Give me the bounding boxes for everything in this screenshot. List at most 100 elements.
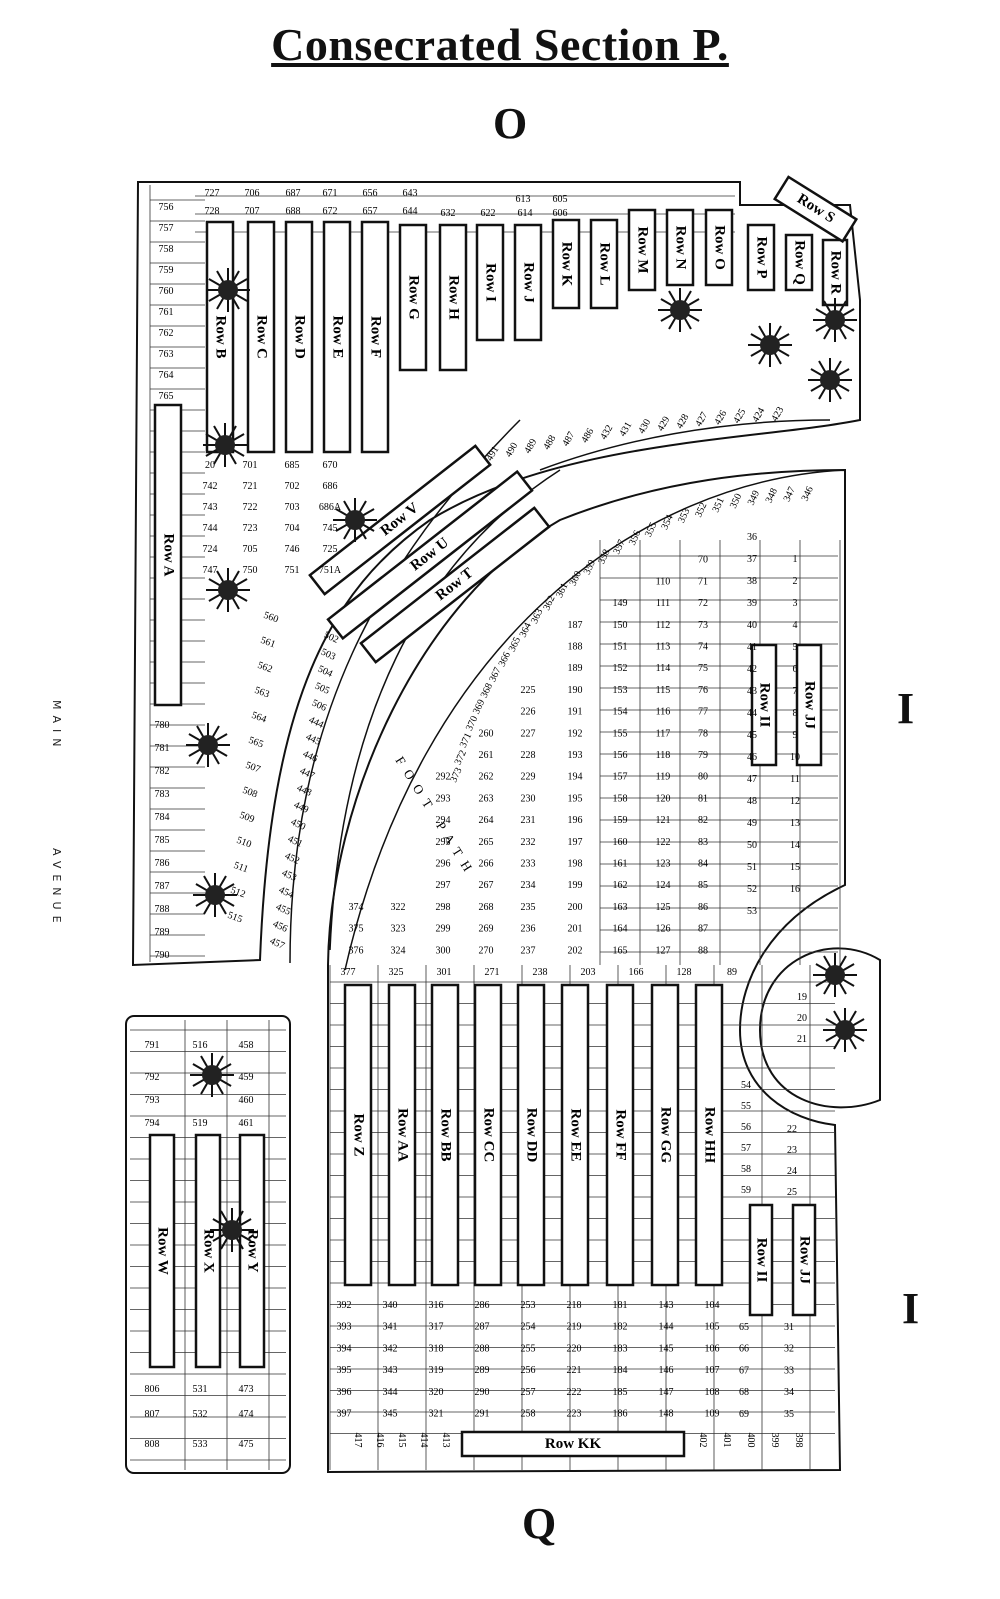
plot-number: 199 (568, 880, 583, 891)
plot-number: 13 (790, 818, 800, 829)
plot-number: 762 (159, 328, 174, 339)
plot-number: 656 (363, 188, 378, 199)
plot-number: 292 (436, 772, 451, 783)
row-box-ii-lower (748, 1203, 774, 1317)
map-title: Consecrated Section P. (271, 19, 729, 70)
plot-number: 377 (341, 967, 356, 978)
plot-number: 393 (337, 1322, 352, 1333)
plot-number: 792 (145, 1072, 160, 1083)
plot-number: 271 (485, 967, 500, 978)
row-box-h (438, 223, 468, 372)
compass-south-label: Q (522, 1499, 557, 1548)
plot-number: 149 (613, 598, 628, 609)
compass-east-lower-label: I (902, 1284, 920, 1333)
row-label-gg: Row GG (658, 1107, 674, 1164)
plot-number: 23 (787, 1145, 797, 1156)
plot-number: 128 (677, 967, 692, 978)
plot-number: 356 (627, 529, 643, 547)
plot-number: 39 (747, 598, 757, 609)
plot-number: 219 (567, 1322, 582, 1333)
plot-number: 80 (698, 772, 708, 783)
plot-number: 48 (747, 796, 757, 807)
plot-number: 447 (298, 766, 316, 782)
row-box-kk (460, 1430, 686, 1458)
plot-number: 289 (475, 1365, 490, 1376)
plot-number: 266 (479, 859, 494, 870)
tree-icon (808, 358, 852, 402)
plot-number: 198 (568, 859, 583, 870)
plot-number: 721 (243, 481, 258, 492)
plot-number: 116 (656, 707, 671, 718)
tree-symbols (186, 268, 867, 1252)
plot-number: 201 (568, 924, 583, 935)
plot-number: 400 (745, 1433, 756, 1448)
plot-number: 124 (656, 880, 671, 891)
plot-number: 503 (319, 647, 337, 663)
plot-number: 155 (613, 728, 628, 739)
plot-number: 511 (232, 860, 250, 875)
row-label-j: Row J (521, 262, 537, 303)
plot-number: 428 (674, 412, 691, 430)
tree-icon (206, 268, 250, 312)
plot-number: 395 (337, 1365, 352, 1376)
plot-number: 761 (159, 307, 174, 318)
row-box-ee (560, 983, 590, 1287)
plot-number: 298 (436, 902, 451, 913)
plot-number: 706 (245, 188, 260, 199)
plot-number: 185 (613, 1387, 628, 1398)
plot-number: 444 (307, 715, 325, 731)
plot-number: 606 (553, 208, 568, 219)
plot-number: 11 (790, 774, 800, 785)
row-box-a (153, 403, 183, 707)
plot-number: 146 (659, 1365, 674, 1376)
row-box-ii (750, 643, 778, 767)
plot-number: 299 (436, 924, 451, 935)
plot-number: 320 (429, 1387, 444, 1398)
plot-number: 189 (568, 663, 583, 674)
plot-number: 33 (784, 1365, 794, 1376)
plot-number: 194 (568, 772, 583, 783)
plot-number: 394 (337, 1343, 352, 1354)
row-label-b: Row B (213, 316, 229, 359)
plot-number: 614 (518, 208, 533, 219)
plot-number: 77 (698, 707, 708, 718)
plot-number: 256 (521, 1365, 536, 1376)
plot-number: 218 (567, 1300, 582, 1311)
plot-number: 505 (313, 681, 331, 697)
plot-number: 764 (159, 370, 174, 381)
plot-number: 532 (193, 1409, 208, 1420)
plot-number: 82 (698, 815, 708, 826)
plot-number: 190 (568, 685, 583, 696)
plot-number: 73 (698, 620, 708, 631)
plot-number: 794 (145, 1118, 160, 1129)
plot-number: 515 (226, 910, 244, 925)
plot-number: 416 (374, 1433, 385, 1448)
plot-number: 38 (747, 576, 757, 587)
row-label-c: Row C (254, 315, 270, 359)
plot-number: 346 (800, 485, 816, 503)
plot-number: 705 (243, 544, 258, 555)
plot-number: 265 (479, 837, 494, 848)
plot-number: 475 (239, 1439, 254, 1450)
tree-icon (333, 498, 377, 542)
plot-number: 366 (497, 650, 513, 668)
plot-number: 157 (613, 772, 628, 783)
plot-number: 119 (656, 772, 671, 783)
plot-number: 1 (793, 554, 798, 565)
plot-number: 789 (155, 927, 170, 938)
plot-number: 202 (568, 945, 583, 956)
plot-number: 262 (479, 772, 494, 783)
plot-number: 458 (239, 1040, 254, 1051)
plot-number: 355 (643, 521, 659, 539)
plot-number: 787 (155, 881, 170, 892)
plot-number: 163 (613, 902, 628, 913)
plot-number: 43 (747, 686, 757, 697)
row-box-u (326, 469, 534, 641)
plot-number: 657 (363, 206, 378, 217)
plot-number: 159 (613, 815, 628, 826)
plot-number: 324 (391, 945, 406, 956)
plot-number: 196 (568, 815, 583, 826)
row-label-w: Row W (155, 1227, 171, 1275)
plot-number: 203 (581, 967, 596, 978)
plot-number: 145 (659, 1343, 674, 1354)
